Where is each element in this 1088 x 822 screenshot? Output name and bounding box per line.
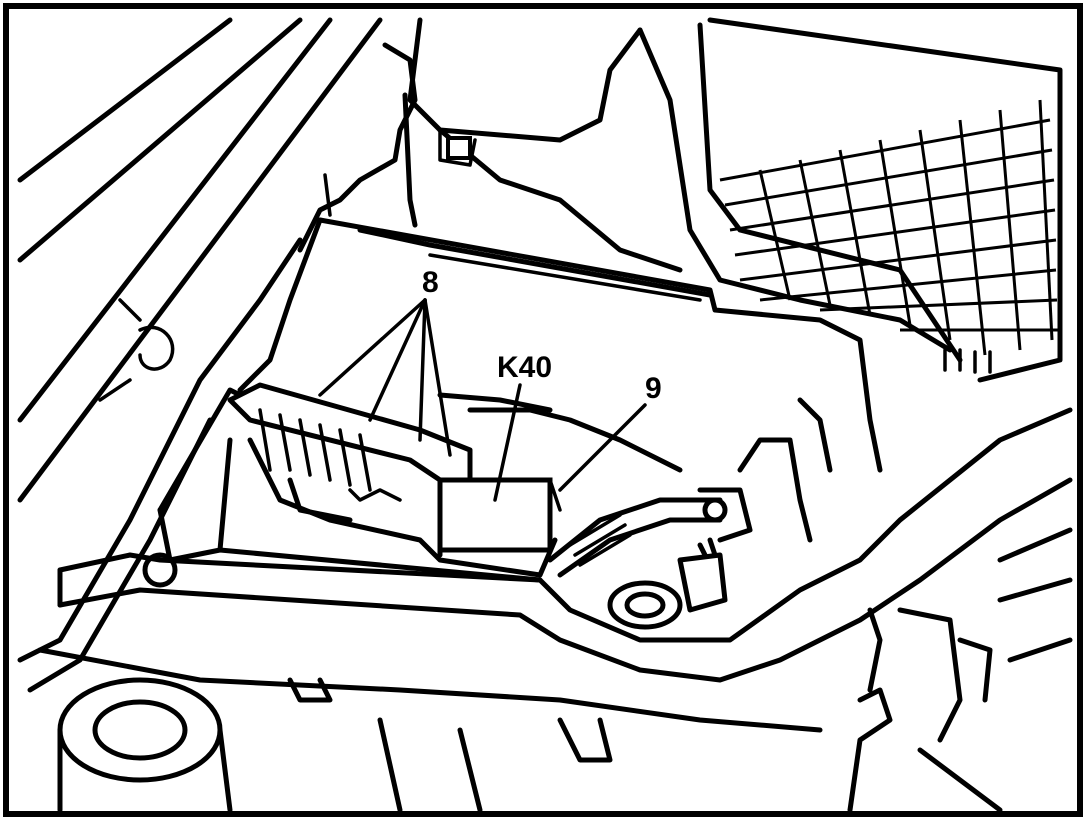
mounting-bolt-left [142, 552, 178, 588]
leader-8-c [418, 298, 427, 442]
relay-k40 [437, 477, 553, 553]
leader-8-b [368, 298, 427, 422]
air-filter-housing [407, 17, 1063, 383]
callout-8: 8 [422, 266, 439, 299]
relay-cluster [227, 382, 683, 578]
lower-components [57, 527, 1073, 813]
leader-k40 [493, 383, 522, 502]
filter-mesh [719, 99, 1058, 374]
wiring-harness [547, 397, 833, 578]
support-bracket [297, 42, 418, 253]
grommet [607, 580, 683, 630]
fuse-box [157, 217, 883, 583]
reservoir-cap-inner [92, 699, 188, 761]
housing-clip [446, 136, 472, 160]
callout-k40: K40 [497, 351, 552, 384]
grommet-inner [624, 591, 666, 619]
diagram-frame [3, 3, 1083, 817]
hood-edge-left [17, 17, 383, 693]
callout-9: 9 [645, 372, 662, 405]
reservoir-cap [57, 677, 223, 783]
callout-leaders [318, 298, 647, 502]
cowl-panel [37, 407, 1073, 733]
leader-8-d [423, 298, 452, 457]
sensor-plug [607, 537, 728, 630]
connector-ring [702, 497, 728, 523]
leader-9 [558, 403, 647, 492]
leader-8-a [318, 298, 427, 397]
